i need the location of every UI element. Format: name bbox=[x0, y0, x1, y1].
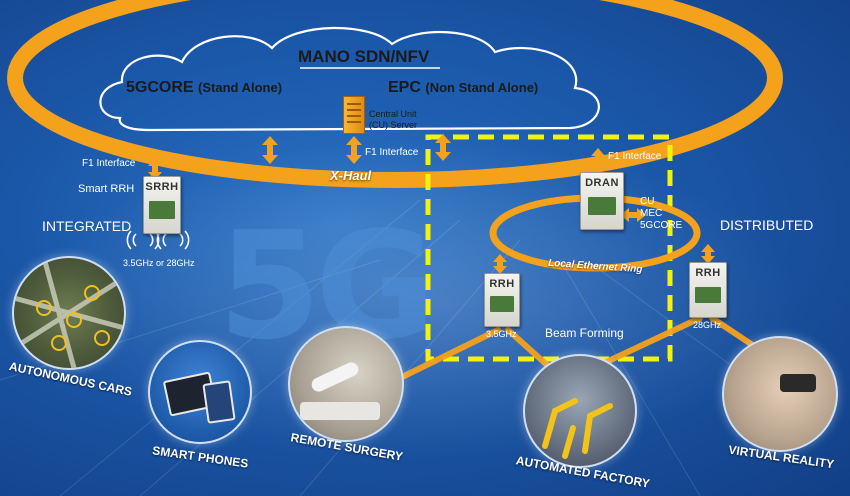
cu-list-item-5gcore: 5GCORE bbox=[640, 221, 682, 231]
f1-interface-label-center: F1 Interface bbox=[365, 148, 418, 158]
robot-arm-icon bbox=[309, 360, 360, 394]
use-case-remote-surgery-image bbox=[288, 326, 404, 442]
epc-main: EPC bbox=[388, 79, 421, 96]
band-right-label: 28GHz bbox=[693, 321, 721, 330]
cu-list-item-cu: CU bbox=[640, 197, 654, 207]
cu-server-label-2: (CU) Server bbox=[369, 121, 417, 130]
rrh-right-badge bbox=[695, 287, 721, 303]
srrh-device: SRRH bbox=[143, 176, 181, 234]
rrh-right-label: RRH bbox=[690, 267, 726, 279]
f1-interface-label-right: F1 Interface bbox=[608, 152, 661, 162]
patient-bed-icon bbox=[300, 402, 380, 420]
integrated-band: 3.5GHz or 28GHz bbox=[123, 259, 195, 268]
srrh-label: SRRH bbox=[144, 181, 180, 193]
core-sa-sub: (Stand Alone) bbox=[198, 80, 282, 95]
use-case-smart-phones-image bbox=[148, 340, 252, 444]
f1-interface-label-left: F1 Interface bbox=[82, 159, 135, 169]
cu-server-label-1: Central Unit bbox=[369, 110, 417, 119]
integrated-heading: INTEGRATED bbox=[42, 219, 131, 233]
core-sa-main: 5GCORE bbox=[126, 79, 194, 96]
phone-icon bbox=[202, 380, 235, 424]
rrh-left-device: RRH bbox=[484, 273, 520, 327]
use-case-automated-factory-image bbox=[523, 354, 637, 468]
epc-sub: (Non Stand Alone) bbox=[425, 80, 538, 95]
dran-label: DRAN bbox=[581, 177, 623, 189]
use-case-autonomous-cars-image bbox=[12, 256, 126, 370]
road-map-icon bbox=[14, 258, 124, 368]
rrh-left-label: RRH bbox=[485, 278, 519, 290]
dran-device: DRAN bbox=[580, 172, 624, 230]
use-case-virtual-reality-image bbox=[722, 336, 838, 452]
epc-label: EPC (Non Stand Alone) bbox=[388, 80, 538, 96]
distributed-heading: DISTRIBUTED bbox=[720, 218, 813, 232]
srrh-badge bbox=[149, 201, 175, 219]
core-sa-label: 5GCORE (Stand Alone) bbox=[126, 80, 282, 96]
robot-arms-icon bbox=[525, 356, 635, 466]
beam-forming-label: Beam Forming bbox=[545, 327, 624, 339]
xhaul-label: X-Haul bbox=[330, 168, 371, 183]
rrh-right-device: RRH bbox=[689, 262, 727, 318]
dran-badge bbox=[588, 197, 616, 215]
cu-list-item-mec: MEC bbox=[640, 209, 662, 219]
band-left-label: 3.5GHz bbox=[486, 330, 517, 339]
rrh-left-badge bbox=[490, 296, 514, 312]
vr-headset-icon bbox=[780, 374, 816, 392]
server-icon bbox=[343, 96, 365, 134]
mano-title: MANO SDN/NFV bbox=[298, 48, 429, 65]
smart-rrh-label: Smart RRH bbox=[78, 184, 134, 195]
